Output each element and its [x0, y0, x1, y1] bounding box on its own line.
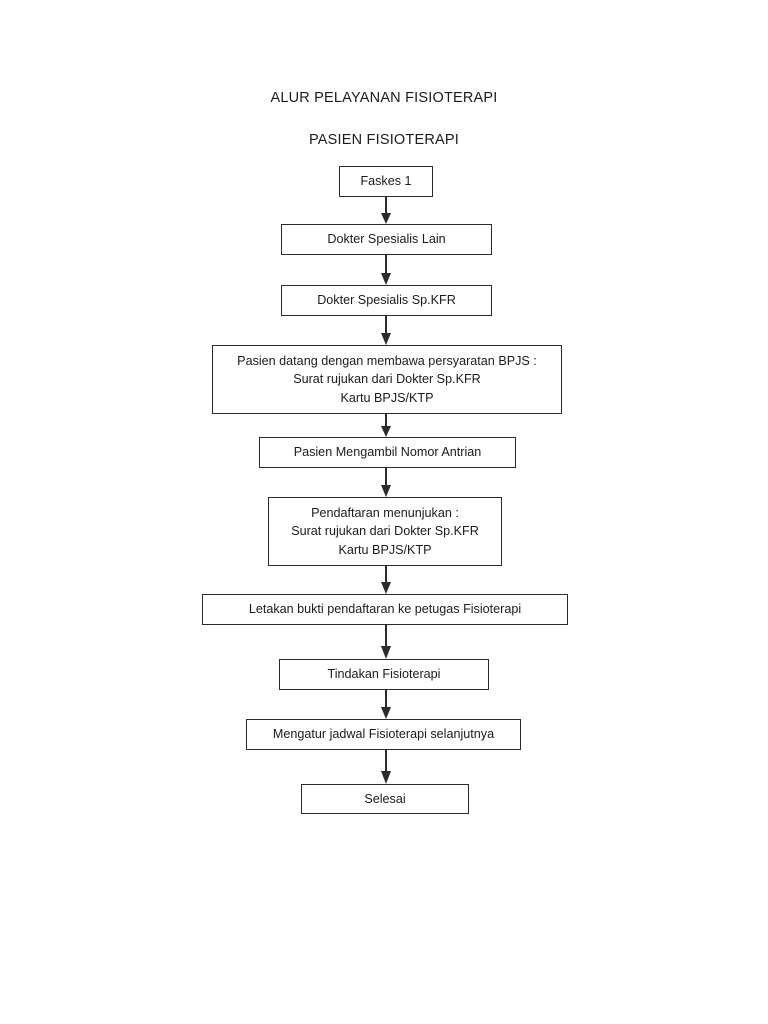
arrow-n9-n10: [379, 750, 393, 784]
arrow-n7-n8: [379, 625, 393, 659]
arrow-n3-n4: [379, 316, 393, 345]
arrow-n5-n6: [379, 468, 393, 497]
node-pendaftaran-menunjukan: Pendaftaran menunjukan : Surat rujukan d…: [268, 497, 502, 566]
node-dokter-spesialis-lain: Dokter Spesialis Lain: [281, 224, 492, 255]
page-title: ALUR PELAYANAN FISIOTERAPI: [270, 90, 498, 106]
node-mengatur-jadwal: Mengatur jadwal Fisioterapi selanjutnya: [246, 719, 521, 750]
arrow-n4-n5: [379, 414, 393, 437]
node-tindakan-fisioterapi: Tindakan Fisioterapi: [279, 659, 489, 690]
node-dokter-spesialis-spkfr: Dokter Spesialis Sp.KFR: [281, 285, 492, 316]
page-subtitle: PASIEN FISIOTERAPI: [309, 132, 459, 148]
node-persyaratan-bpjs: Pasien datang dengan membawa persyaratan…: [212, 345, 562, 414]
arrow-n2-n3: [379, 255, 393, 285]
node-faskes-1: Faskes 1: [339, 166, 433, 197]
node-letakan-bukti-pendaftaran: Letakan bukti pendaftaran ke petugas Fis…: [202, 594, 568, 625]
arrow-n1-n2: [379, 197, 393, 224]
node-selesai: Selesai: [301, 784, 469, 814]
node-nomor-antrian: Pasien Mengambil Nomor Antrian: [259, 437, 516, 468]
arrow-n6-n7: [379, 566, 393, 594]
arrow-n8-n9: [379, 690, 393, 719]
